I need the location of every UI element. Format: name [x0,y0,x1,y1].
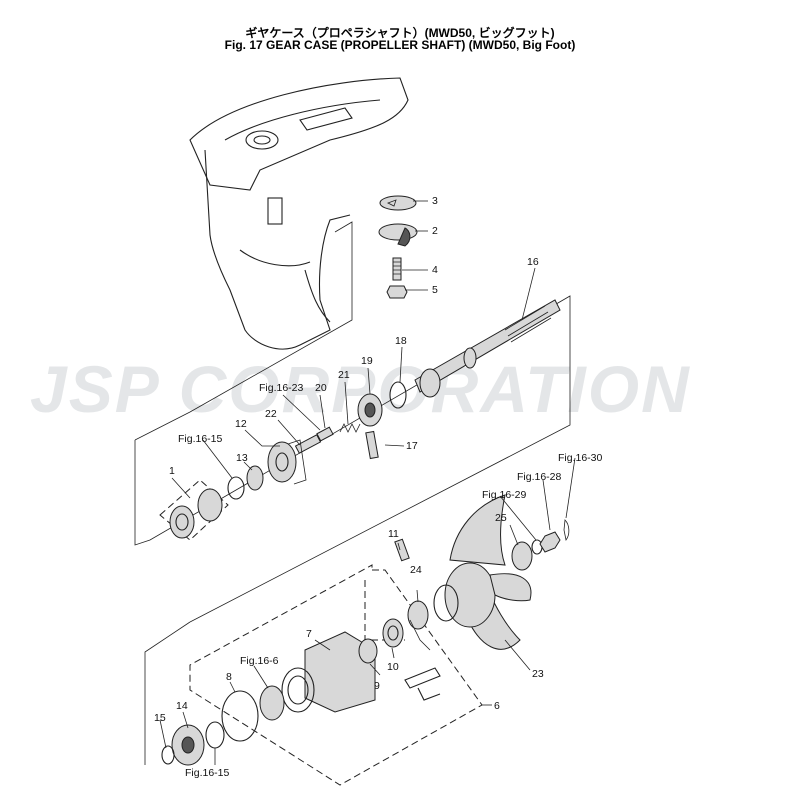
callout-17: 17 [406,440,418,452]
part-13-bearing [246,465,264,491]
callout-14: 14 [176,700,188,712]
part-3-cover [379,195,417,211]
callout-4: 4 [432,264,438,276]
callout-25: 25 [495,512,507,524]
part-14-gear [171,724,205,766]
callout-5: 5 [432,284,438,296]
part-8-o-ring [221,690,259,742]
callout-fig16-29: Fig.16-29 [482,489,527,501]
callout-20: 20 [315,382,327,394]
callout-23: 23 [532,668,544,680]
title-japanese: ギヤケース（プロペラシャフト）(MWD50, ビッグフット) [245,26,555,40]
part-10-seal [382,618,404,648]
part-19-clutch [357,393,383,427]
part-23-propeller [433,494,532,650]
callout-11: 11 [388,528,399,540]
callout-18: 18 [395,335,407,347]
callout-22: 22 [265,408,277,420]
title-english: Fig. 17 GEAR CASE (PROPELLER SHAFT) (MWD… [224,38,576,52]
callout-7: 7 [306,628,312,640]
part-12-gear [267,439,307,485]
part-15-washer [161,745,175,765]
callout-fig16-28: Fig.16-28 [517,471,562,483]
callout-9: 9 [374,680,380,692]
bearing-fig16-6 [259,685,285,721]
part-17-pin [365,430,379,460]
part-11-screw [394,538,410,562]
callout-24: 24 [410,564,422,576]
part-22-plunger [294,434,322,454]
part-4-bolt [392,257,402,281]
callout-12: 12 [235,418,247,430]
nut-fig16-28 [539,531,561,553]
shim-lower [205,721,225,749]
callout-fig16-23: Fig.16-23 [259,382,304,394]
callout-fig16-15-lower: Fig.16-15 [185,767,230,779]
callout-fig16-30: Fig.16-30 [558,452,603,464]
callout-8: 8 [226,671,232,683]
spacer-fig16-29 [531,539,543,555]
callout-3: 3 [432,195,438,207]
part-5-nut [386,285,408,299]
callout-10: 10 [387,661,399,673]
part-7-housing [281,631,376,713]
part-1-race [169,505,195,539]
callout-19: 19 [361,355,373,367]
callout-13: 13 [236,452,248,464]
callout-2: 2 [432,225,438,237]
part-20-pin [316,426,334,442]
callout-21: 21 [338,369,350,381]
callout-6: 6 [494,700,500,712]
part-16-propeller-shaft [414,299,561,398]
callout-15: 15 [154,712,166,724]
part-2-plate [378,223,418,247]
callout-1: 1 [169,465,175,477]
callout-fig16-15-upper: Fig.16-15 [178,433,223,445]
callout-fig16-6: Fig.16-6 [240,655,279,667]
part-25-washer [511,541,533,571]
part-1-bearing [197,488,223,522]
gear-case-housing [189,77,409,350]
part-21-spring [339,423,361,433]
part-18-ring [389,381,407,409]
part-24-spacer [407,600,429,630]
callout-16: 16 [527,256,539,268]
part-9-bearing [358,638,378,664]
tool-bracket [404,667,441,689]
shim-upper [227,476,245,500]
pin-fig16-30 [563,519,570,541]
